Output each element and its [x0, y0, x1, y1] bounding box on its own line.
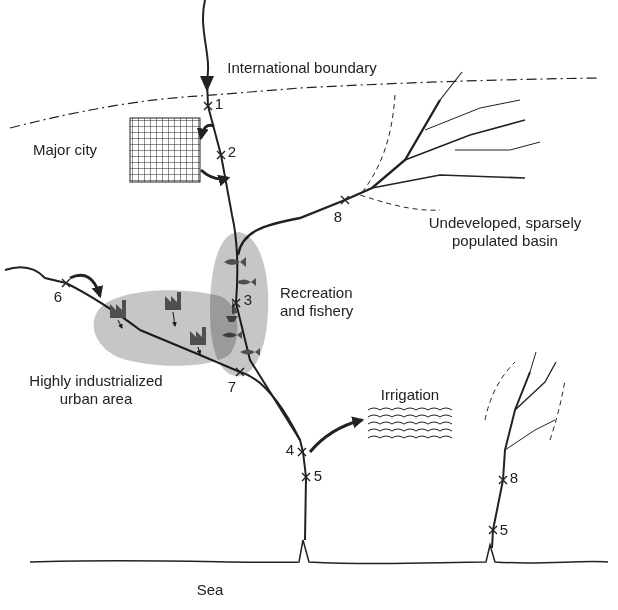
discharge-arrow	[201, 170, 228, 179]
map-stroke	[550, 380, 565, 440]
main-river	[203, 0, 306, 540]
map-stroke	[372, 175, 525, 188]
map-stroke	[440, 72, 462, 100]
irrigation-waves	[368, 408, 452, 438]
intake-arrow	[70, 275, 100, 296]
boundary-line	[10, 78, 600, 128]
map-stroke	[204, 102, 212, 110]
map-stroke	[360, 95, 440, 210]
region-outline	[90, 288, 240, 368]
region-area: Highly industrialized urban area	[90, 288, 240, 368]
station-number: 5	[500, 521, 508, 539]
map-label: Undeveloped, sparsely populated basin	[405, 214, 605, 250]
map-stroke	[341, 196, 349, 204]
station-number: 5	[314, 467, 322, 485]
map-stroke	[217, 151, 225, 159]
map-stroke	[515, 362, 556, 410]
station-number: 6	[54, 288, 62, 306]
map-stroke	[425, 100, 520, 130]
map-stroke	[302, 473, 310, 481]
map-stroke	[238, 100, 440, 255]
station-number: 2	[228, 143, 236, 161]
station-marks	[62, 102, 507, 534]
map-stroke	[298, 448, 306, 456]
station-number: 7	[228, 378, 236, 396]
region-fill	[94, 290, 238, 366]
southern-river	[485, 352, 565, 548]
coastline	[30, 540, 608, 564]
withdrawal-arrow	[201, 125, 214, 138]
map-label: Sea	[197, 581, 224, 599]
map-stroke	[489, 526, 497, 534]
irrigation-arrow	[310, 420, 362, 452]
map-stroke	[485, 362, 515, 420]
region-label: Highly industrialized urban area	[12, 372, 180, 408]
station-number: 4	[286, 441, 294, 459]
inflow-arrowhead	[200, 76, 214, 92]
map-stroke	[499, 476, 507, 484]
map-stroke	[368, 415, 452, 417]
map-stroke	[505, 420, 555, 450]
map-label: Major city	[33, 141, 97, 159]
map-stroke	[405, 120, 525, 160]
station-number: 8	[510, 469, 518, 487]
station-number: 3	[244, 291, 252, 309]
station-number: 8	[334, 208, 342, 226]
map-stroke	[455, 142, 540, 150]
map-label: International boundary	[227, 59, 376, 77]
map-stroke	[492, 372, 530, 548]
map-stroke	[368, 429, 452, 431]
station-number: 1	[215, 95, 223, 113]
region-label: Recreation and fishery	[280, 284, 380, 320]
city-grid	[130, 118, 200, 182]
map-stroke	[368, 422, 452, 424]
map-stroke	[368, 408, 452, 410]
map-stroke	[62, 279, 70, 287]
map-stroke	[368, 436, 452, 438]
map-label: Irrigation	[381, 386, 439, 404]
map-stroke	[530, 352, 536, 372]
